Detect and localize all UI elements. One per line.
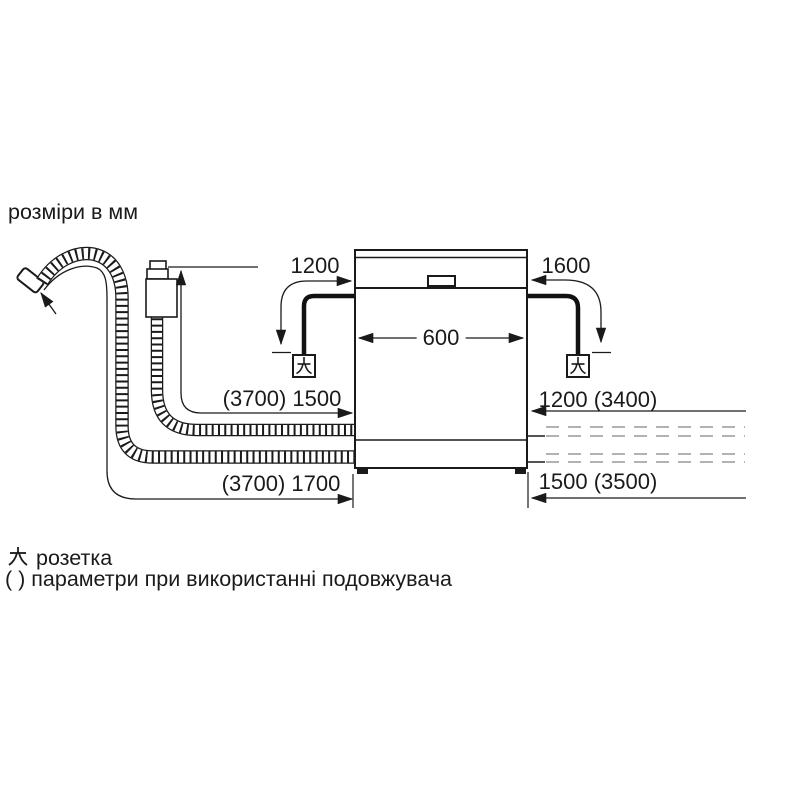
- power-cable-right: [525, 293, 581, 354]
- socket-icon: [8, 547, 28, 566]
- dim-leader-drain-end: [40, 291, 57, 315]
- label-appliance-width: 600: [416, 327, 466, 349]
- socket-left: [292, 354, 316, 378]
- label-cable-left-length: 1200: [290, 253, 340, 278]
- label-supply-hose-left: (3700) 1500: [222, 386, 342, 411]
- page-title: розміри в мм: [8, 200, 138, 224]
- drain-hose-end-piece: [16, 267, 45, 294]
- aquastop-valve: [145, 260, 178, 318]
- dim-line-drain-hose: [43, 265, 354, 505]
- dim-line-supply-hose: [175, 269, 354, 419]
- socket-icon: [570, 357, 586, 375]
- dim-line-cable-left: [275, 275, 353, 346]
- label-cable-right-length: 1600: [541, 253, 591, 278]
- foot-left: [357, 468, 368, 474]
- dishwasher-outline: [354, 249, 528, 474]
- door-handle: [427, 275, 456, 287]
- label-hoses-right-lower: 1500 (3500): [538, 469, 658, 494]
- power-cable-left: [301, 293, 357, 354]
- legend-parentheses-note: ( ) параметри при використанні подовжува…: [5, 567, 452, 591]
- legend-socket-label: розетка: [36, 546, 113, 570]
- socket-right: [566, 354, 590, 378]
- dim-line-cable-right: [530, 274, 607, 344]
- drain-hose: [16, 246, 357, 464]
- supply-hose: [145, 260, 357, 437]
- hose-continuations-right: [528, 426, 745, 463]
- label-drain-hose-left: (3700) 1700: [221, 471, 341, 496]
- foot-right: [515, 468, 526, 474]
- label-hoses-right-upper: 1200 (3400): [538, 387, 658, 412]
